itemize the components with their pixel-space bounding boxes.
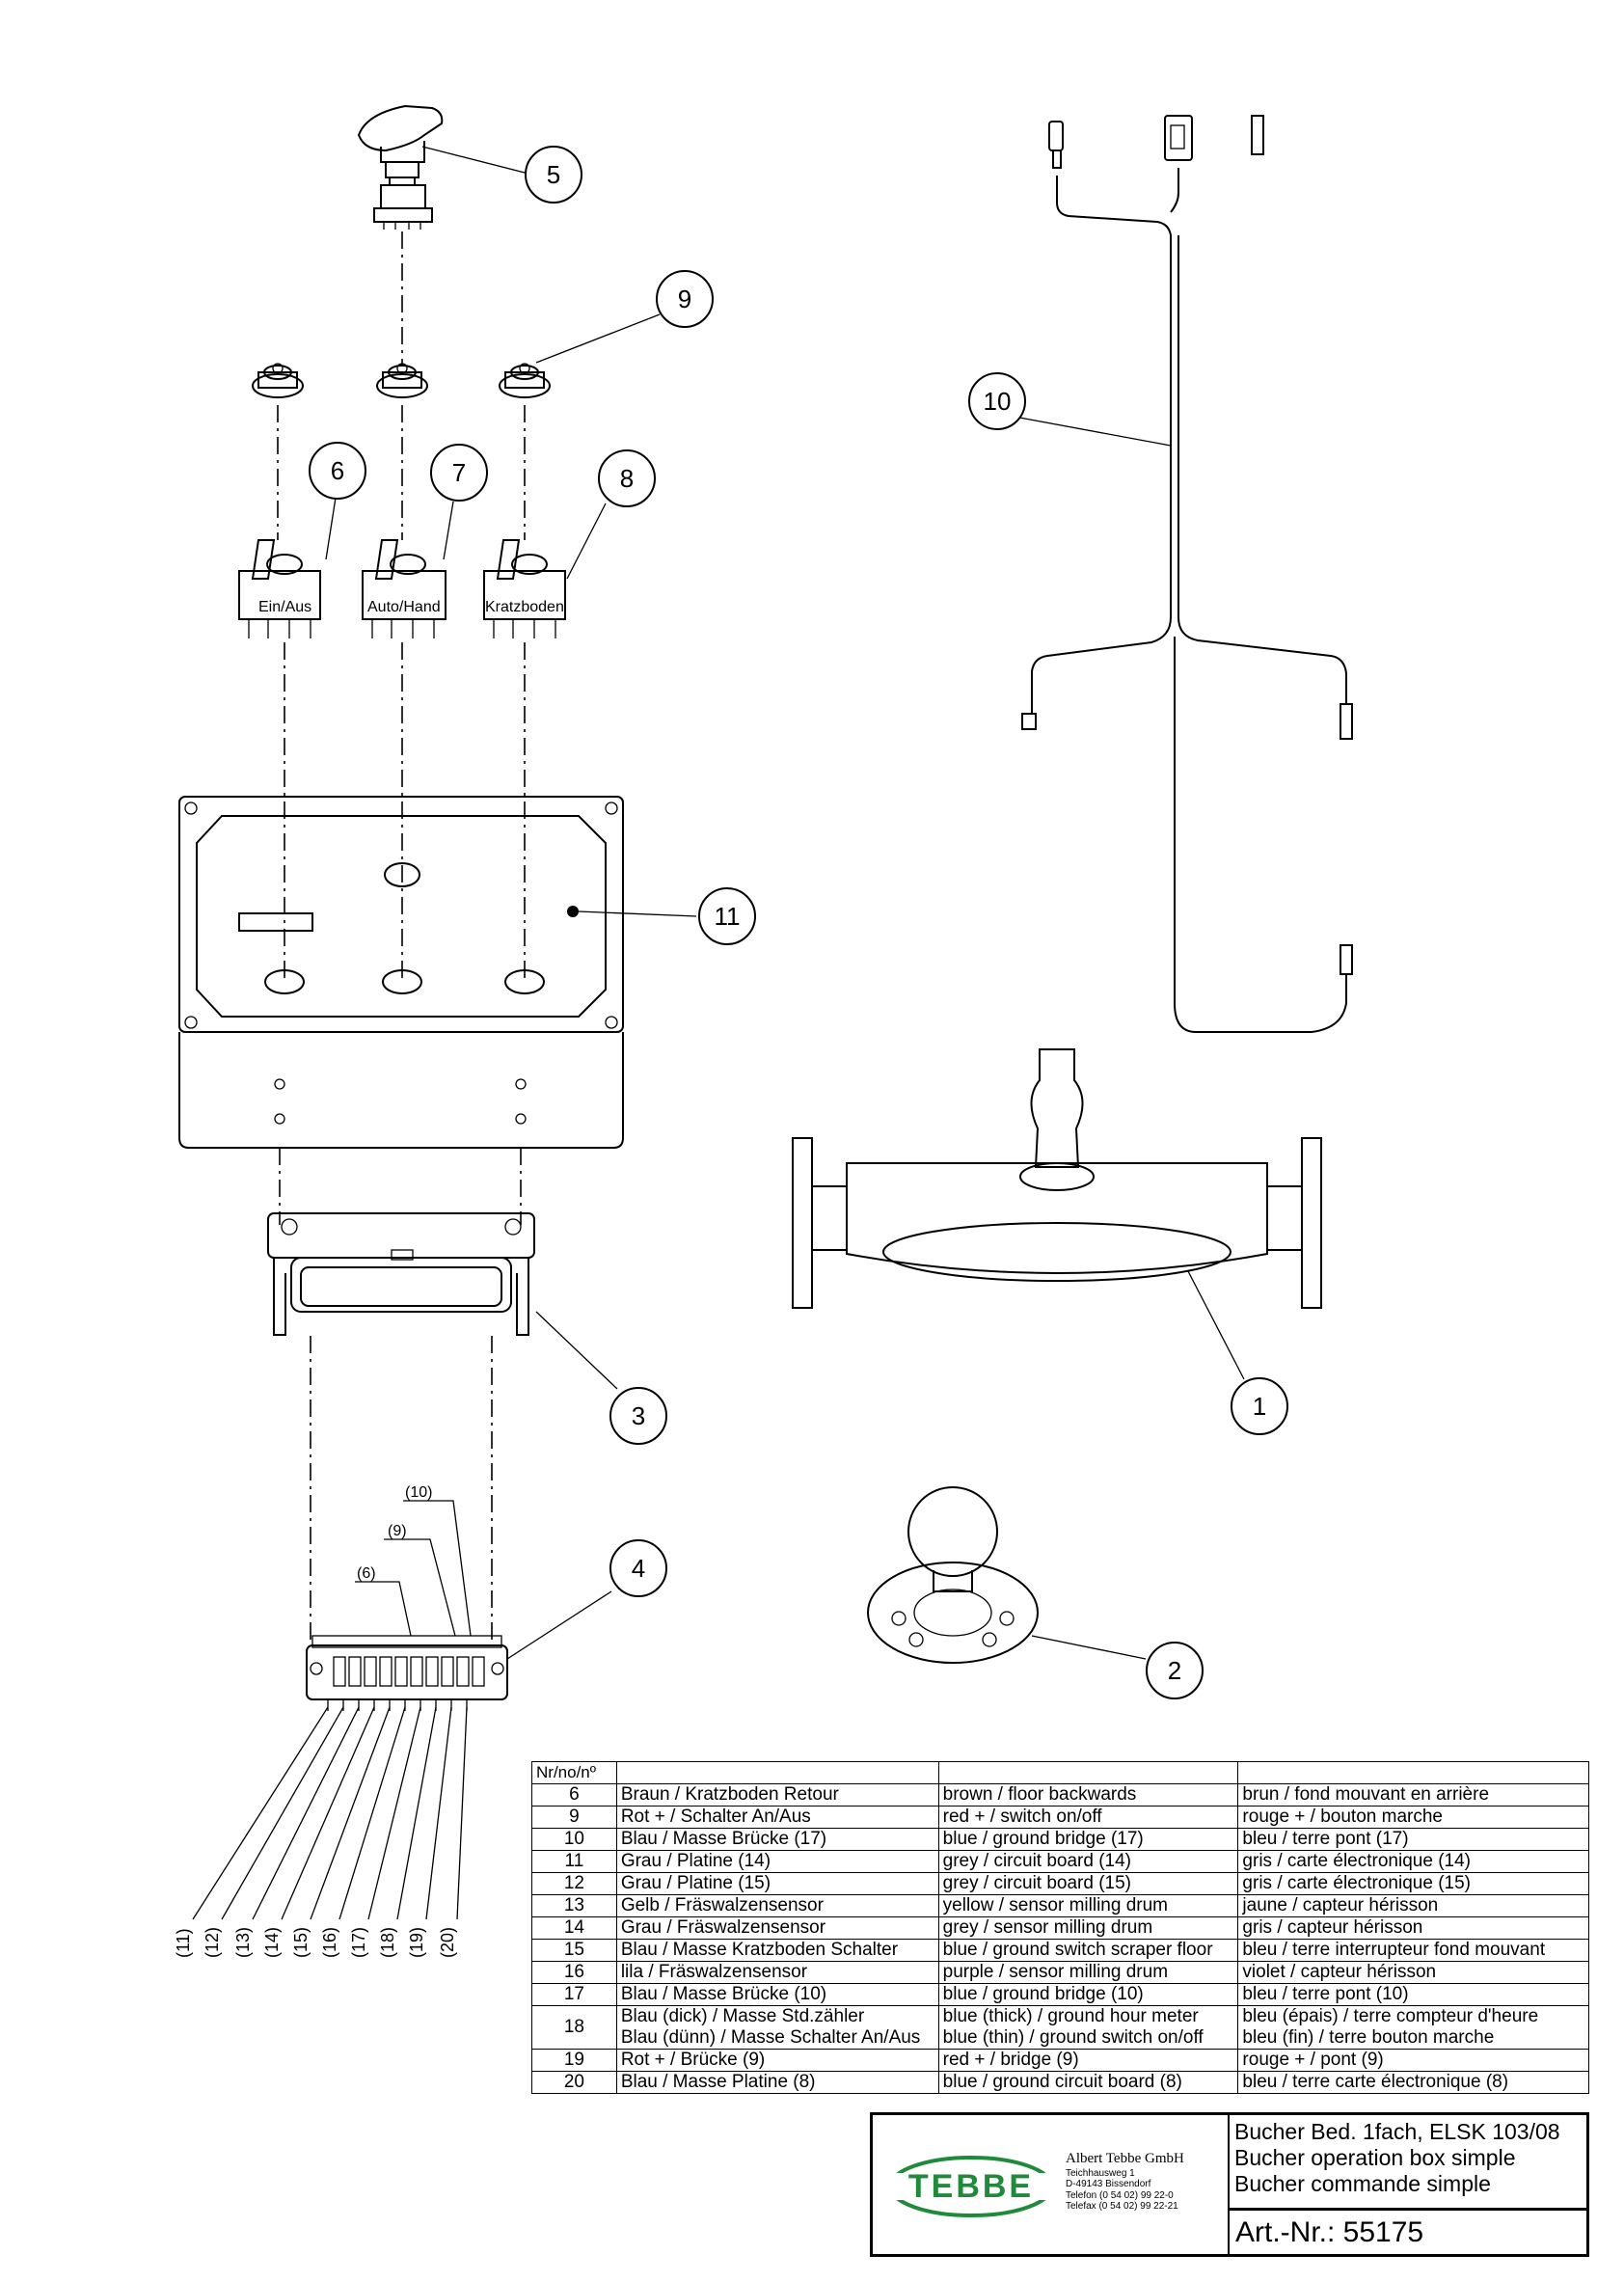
wiring-harness-part-10	[1021, 115, 1353, 1033]
pin-label: (16)	[320, 1927, 339, 1958]
address-street: Teichhausweg 1	[1066, 2167, 1135, 2179]
product-description: Bucher Bed. 1fach, ELSK 103/08 Bucher op…	[1234, 2119, 1560, 2197]
balloon-8: 8	[598, 449, 656, 507]
svg-text:7: 7	[452, 458, 466, 487]
title-block: TEBBE Albert Tebbe GmbH Teichhausweg 1 D…	[870, 2112, 1589, 2257]
switch-caps-part-9	[252, 363, 551, 398]
switch-kratzboden: Kratzboden	[483, 539, 566, 638]
svg-text:4: 4	[632, 1554, 645, 1583]
enclosure-box-part-11	[178, 796, 624, 1149]
svg-text:11: 11	[715, 902, 741, 931]
terminal-ref-10: (10)	[405, 1484, 432, 1501]
balloon-3: 3	[609, 1387, 667, 1445]
pin-label: (14)	[262, 1927, 282, 1958]
tebbe-logo: TEBBE	[884, 2156, 1058, 2217]
balloon-6: 6	[309, 442, 366, 500]
description-fr: Bucher commande simple	[1234, 2171, 1491, 2196]
pin-label: (15)	[291, 1927, 311, 1958]
table-header-row: Nr/no/nº	[531, 1761, 1589, 1784]
balloon-2: 2	[1146, 1642, 1204, 1699]
svg-text:3: 3	[632, 1401, 645, 1430]
balloon-10: 10	[968, 372, 1026, 430]
pin-label: (18)	[378, 1927, 397, 1958]
ball-mount-part-2	[867, 1486, 1039, 1664]
svg-text:8: 8	[620, 464, 634, 493]
company-address: Albert Tebbe GmbH Teichhausweg 1 D-49143…	[1066, 2151, 1184, 2213]
company-name: Albert Tebbe GmbH	[1066, 2151, 1184, 2166]
toggle-switches-parts-6-7-8: Ein/Aus Auto/Hand Kratzboden	[238, 539, 566, 638]
switch-auto-hand: Auto/Hand	[362, 539, 447, 638]
article-number: Art.-Nr.: 55175	[1228, 2208, 1586, 2254]
phone-number: Telefon (0 54 02) 99 22-0	[1066, 2189, 1174, 2201]
switch-label-kratzboden: Kratzboden	[485, 599, 564, 615]
svg-text:2: 2	[1168, 1656, 1181, 1685]
terminal-ref-6: (6)	[357, 1565, 376, 1582]
address-city: D-49143 Bissendorf	[1066, 2179, 1151, 2189]
rotary-knob-part-5	[357, 104, 444, 230]
switch-label-ein-aus: Ein/Aus	[258, 599, 311, 615]
pin-label: (12)	[203, 1927, 222, 1958]
svg-text:6: 6	[331, 456, 344, 485]
balloon-11: 11	[698, 887, 756, 945]
balloon-5: 5	[525, 146, 582, 204]
svg-text:9: 9	[678, 285, 691, 313]
fax-number: Telefax (0 54 02) 99 22-21	[1066, 2201, 1178, 2212]
switch-ein-aus: Ein/Aus	[238, 539, 321, 638]
assembly-center-lines	[277, 231, 526, 1640]
svg-text:TEBBE: TEBBE	[908, 2168, 1034, 2205]
pin-labels: (11) (12) (13) (14) (15) (16) (17) (18) …	[174, 1927, 457, 1958]
pin-label: (20)	[438, 1927, 457, 1958]
balloon-7: 7	[430, 444, 488, 502]
connector-housing-part-3	[267, 1212, 535, 1336]
pin-label: (19)	[407, 1927, 426, 1958]
pin-label: (17)	[349, 1927, 368, 1958]
terminal-ref-9: (9)	[388, 1523, 407, 1539]
terminal-strip-part-4: (10) (9) (6)	[192, 1484, 508, 1920]
svg-text:1: 1	[1253, 1392, 1266, 1421]
svg-text:5: 5	[547, 160, 560, 189]
description-de: Bucher Bed. 1fach, ELSK 103/08	[1234, 2119, 1560, 2144]
pin-label: (13)	[233, 1927, 253, 1958]
leader-lines	[325, 146, 1245, 1660]
switch-label-auto-hand: Auto/Hand	[367, 599, 441, 615]
balloon-1: 1	[1231, 1377, 1288, 1435]
table-header-nr: Nr/no/nº	[531, 1761, 617, 1784]
pin-label: (11)	[174, 1928, 193, 1958]
balloon-4: 4	[609, 1539, 667, 1597]
svg-text:10: 10	[984, 387, 1012, 416]
description-en: Bucher operation box simple	[1234, 2145, 1516, 2170]
balloon-9: 9	[656, 270, 714, 328]
company-logo-area: TEBBE Albert Tebbe GmbH Teichhausweg 1 D…	[873, 2115, 1230, 2254]
mounting-clamp-part-1	[792, 1048, 1322, 1309]
